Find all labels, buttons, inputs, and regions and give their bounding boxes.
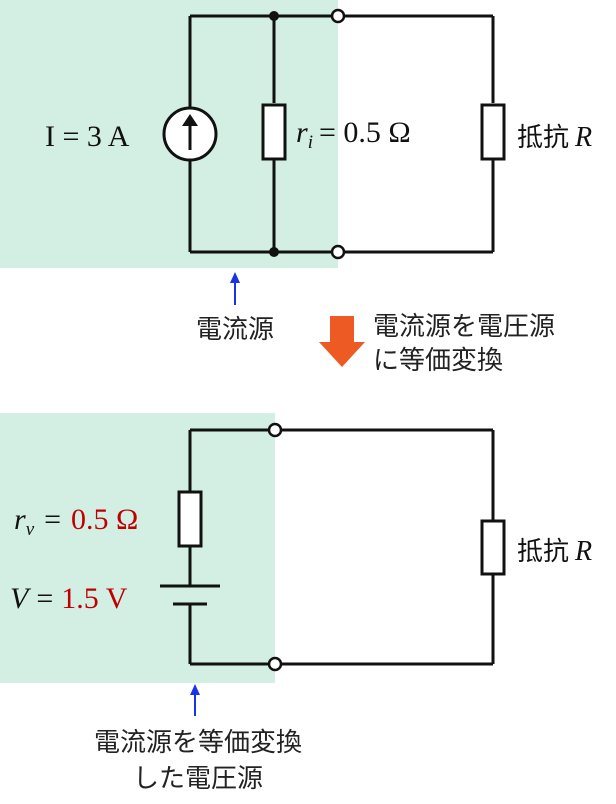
- terminal-top-upper: [330, 8, 346, 24]
- top-wires: [188, 14, 495, 254]
- battery-symbol: [160, 584, 220, 606]
- terminal-top-lower: [330, 244, 346, 260]
- voltage-source-caption-line1: 電流源を等価変換: [94, 728, 302, 758]
- terminal-bottom-upper: [267, 422, 283, 438]
- internal-resistance-value: = 0.5 Ω: [319, 116, 411, 149]
- current-source-label: I = 3 A: [45, 120, 130, 153]
- internal-resistance-symbol: r: [296, 116, 308, 149]
- series-resistance-value: 0.5 Ω: [71, 503, 138, 536]
- series-resistance-eq: =: [44, 503, 61, 536]
- voltage-symbol: V: [10, 582, 32, 615]
- transform-text-line1: 電流源を電圧源: [373, 312, 555, 342]
- internal-resistance-label: ri = 0.5 Ω: [296, 116, 411, 153]
- transform-down-arrow: [319, 316, 365, 367]
- current-source-caption-arrow: [230, 272, 240, 305]
- transform-text-line2: に等価変換: [373, 346, 503, 376]
- voltage-label: V=1.5 V: [10, 582, 128, 615]
- bottom-wires: [188, 428, 495, 666]
- voltage-eq: =: [36, 582, 53, 615]
- junction-dot-bottom: [269, 247, 279, 257]
- load-resistor-bottom: [480, 519, 506, 576]
- series-resistance-label: rv = 0.5 Ω: [14, 503, 138, 540]
- series-resistance-symbol: r: [14, 503, 26, 536]
- series-resistance-subscript: v: [26, 519, 35, 540]
- internal-resistance-subscript: i: [308, 132, 313, 153]
- current-source-symbol: [162, 106, 218, 162]
- load-label-top-sym: R: [574, 122, 592, 153]
- voltage-source-caption-arrow: [190, 684, 200, 716]
- voltage-source-region: [0, 413, 275, 683]
- terminal-bottom-lower: [267, 656, 283, 672]
- series-resistor: [177, 490, 203, 548]
- internal-resistor: [261, 103, 287, 161]
- load-resistor-top: [480, 103, 506, 161]
- voltage-value: 1.5 V: [61, 582, 127, 615]
- load-label-bottom-jp: 抵抗: [517, 537, 569, 567]
- junction-dot-top: [269, 11, 279, 21]
- voltage-source-caption-line2: した電圧源: [133, 764, 263, 794]
- load-label-bottom-sym: R: [574, 536, 592, 567]
- current-source-caption: 電流源: [196, 315, 274, 345]
- load-label-top-jp: 抵抗: [517, 123, 569, 153]
